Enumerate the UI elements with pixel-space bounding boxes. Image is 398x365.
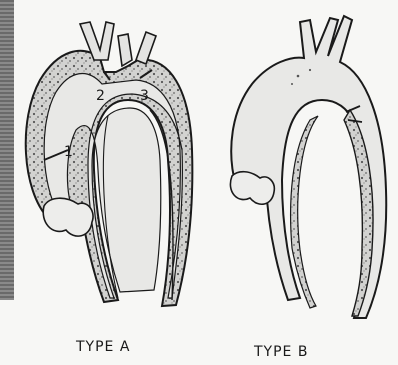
type-a-marker-3: 3: [140, 88, 149, 104]
type-a-marker-2: 2: [96, 88, 105, 104]
type-a-aorta: 1 2 3: [26, 22, 193, 306]
type-a-branch-subclavian: [136, 32, 156, 64]
type-b-caption: TYPE B: [253, 344, 308, 360]
type-a-branch-carotid: [118, 34, 132, 66]
type-b-surface-dot: [291, 83, 293, 85]
type-a-marker-1: 1: [64, 144, 73, 160]
type-b-surface-dot: [297, 75, 300, 78]
type-a-caption: TYPE A: [75, 339, 130, 355]
type-b-aorta: [230, 16, 386, 318]
type-a-aortic-root: [43, 198, 93, 236]
type-b-surface-dot: [309, 69, 311, 71]
